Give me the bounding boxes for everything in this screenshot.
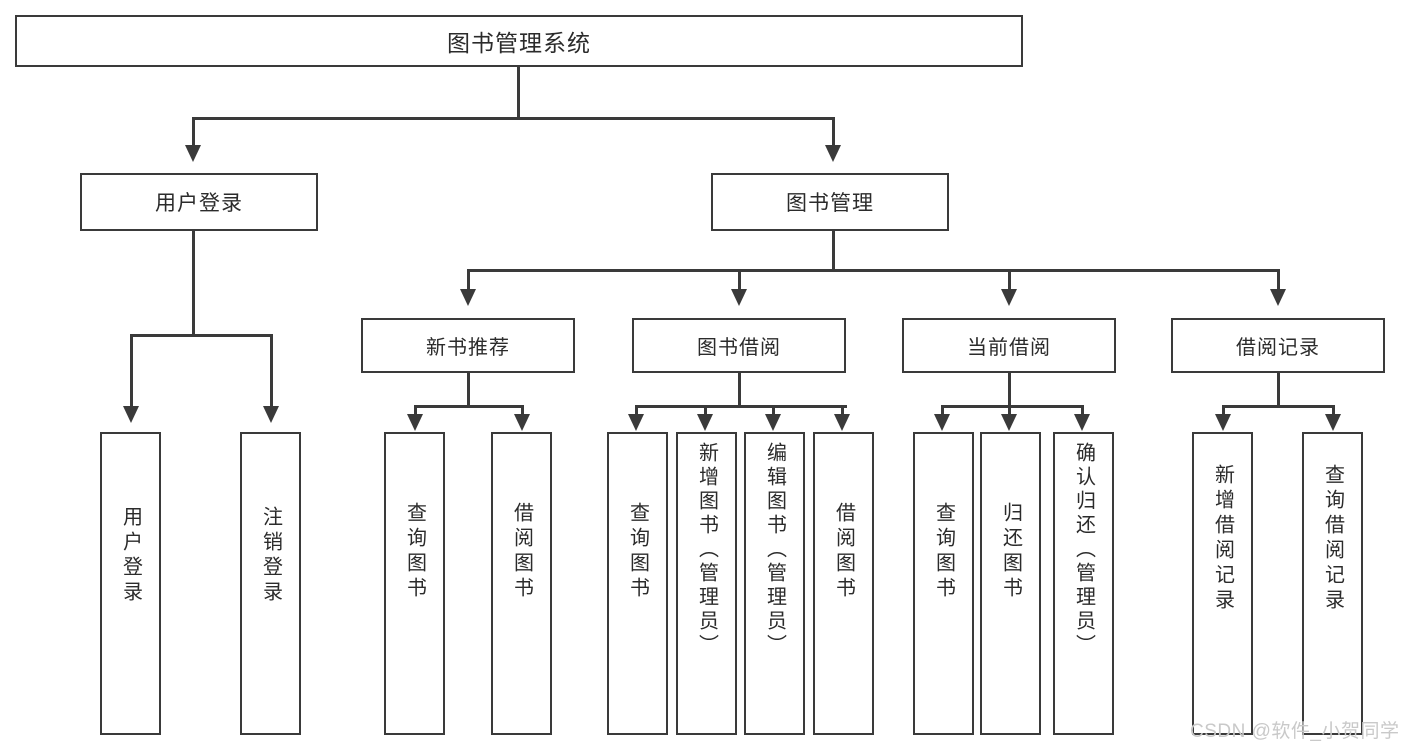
- node-user-login[interactable]: 用户登录: [80, 173, 318, 231]
- connector-root-bus: [192, 117, 835, 120]
- node-book-borrow[interactable]: 图书借阅: [632, 318, 846, 373]
- connector-current-borrow-bus: [941, 405, 1084, 408]
- arrow-borrow-record-leaf2: [1325, 414, 1341, 431]
- leaf-book-borrow-add[interactable]: 新增图书（管理员）: [676, 432, 737, 735]
- leaf-book-borrow-borrow-label: 借阅图书: [832, 502, 855, 602]
- arrow-book-borrow-leaf2: [697, 414, 713, 431]
- connector-book-mgmt-stem: [832, 231, 835, 272]
- connector-book-borrow-leaf4: [841, 405, 844, 416]
- leaf-borrow-record-query-label: 查询借阅记录: [1321, 464, 1344, 614]
- leaf-book-borrow-edit[interactable]: 编辑图书（管理员）: [744, 432, 805, 735]
- node-new-book-recommend-label: 新书推荐: [426, 337, 510, 359]
- leaf-current-borrow-confirm-label: 确认归还（管理员）: [1072, 442, 1095, 658]
- connector-user-login-stem: [192, 231, 195, 337]
- leaf-new-book-query-label: 查询图书: [403, 502, 426, 602]
- leaf-user-login-logout-label: 注销登录: [259, 506, 282, 606]
- connector-current-borrow-leaf2: [1008, 405, 1011, 416]
- arrow-book-mgmt-c3: [1001, 289, 1017, 306]
- connector-current-borrow-leaf1: [941, 405, 944, 416]
- arrow-new-book-leaf2: [514, 414, 530, 431]
- connector-new-book-stem: [467, 373, 470, 408]
- connector-book-mgmt-c1: [467, 269, 470, 291]
- connector-book-mgmt-bus: [467, 269, 1280, 272]
- node-borrow-record[interactable]: 借阅记录: [1171, 318, 1385, 373]
- connector-current-borrow-stem: [1008, 373, 1011, 408]
- leaf-book-borrow-edit-label: 编辑图书（管理员）: [763, 442, 786, 658]
- arrow-book-borrow-leaf4: [834, 414, 850, 431]
- arrow-borrow-record-leaf1: [1215, 414, 1231, 431]
- node-book-management[interactable]: 图书管理: [711, 173, 949, 231]
- arrow-new-book-leaf1: [407, 414, 423, 431]
- connector-borrow-record-leaf1: [1222, 405, 1225, 416]
- leaf-new-book-borrow-label: 借阅图书: [510, 502, 533, 602]
- connector-book-mgmt-c2: [738, 269, 741, 291]
- leaf-book-borrow-add-label: 新增图书（管理员）: [695, 442, 718, 658]
- arrow-user-login-leaf1: [123, 406, 139, 423]
- leaf-borrow-record-add-label: 新增借阅记录: [1211, 464, 1234, 614]
- leaf-borrow-record-add[interactable]: 新增借阅记录: [1192, 432, 1253, 735]
- arrow-root-to-user-login: [185, 145, 201, 162]
- arrow-current-borrow-leaf3: [1074, 414, 1090, 431]
- connector-book-mgmt-c4: [1277, 269, 1280, 291]
- leaf-borrow-record-query[interactable]: 查询借阅记录: [1302, 432, 1363, 735]
- leaf-current-borrow-query[interactable]: 查询图书: [913, 432, 974, 735]
- leaf-user-login-logout[interactable]: 注销登录: [240, 432, 301, 735]
- arrow-book-borrow-leaf1: [628, 414, 644, 431]
- leaf-book-borrow-query[interactable]: 查询图书: [607, 432, 668, 735]
- leaf-user-login-login-label: 用户登录: [119, 506, 142, 606]
- node-root-system[interactable]: 图书管理系统: [15, 15, 1023, 67]
- connector-book-mgmt-c3: [1008, 269, 1011, 291]
- arrow-book-mgmt-c1: [460, 289, 476, 306]
- connector-book-borrow-leaf3: [772, 405, 775, 416]
- arrow-book-borrow-leaf3: [765, 414, 781, 431]
- arrow-book-mgmt-c4: [1270, 289, 1286, 306]
- node-current-borrow-label: 当前借阅: [967, 337, 1051, 359]
- leaf-current-borrow-return[interactable]: 归还图书: [980, 432, 1041, 735]
- arrow-current-borrow-leaf2: [1001, 414, 1017, 431]
- leaf-new-book-query[interactable]: 查询图书: [384, 432, 445, 735]
- leaf-current-borrow-confirm[interactable]: 确认归还（管理员）: [1053, 432, 1114, 735]
- arrow-current-borrow-leaf1: [934, 414, 950, 431]
- connector-borrow-record-stem: [1277, 373, 1280, 408]
- connector-user-login-bus: [130, 334, 273, 337]
- leaf-user-login-login[interactable]: 用户登录: [100, 432, 161, 735]
- connector-root-to-book-mgmt: [832, 117, 835, 147]
- connector-borrow-record-leaf2: [1332, 405, 1335, 416]
- connector-book-borrow-bus: [635, 405, 847, 408]
- connector-current-borrow-leaf3: [1081, 405, 1084, 416]
- connector-user-login-leaf2: [270, 334, 273, 408]
- connector-root-stem: [517, 66, 520, 118]
- node-book-borrow-label: 图书借阅: [697, 337, 781, 359]
- leaf-book-borrow-query-label: 查询图书: [626, 502, 649, 602]
- node-user-login-label: 用户登录: [155, 192, 243, 215]
- connector-new-book-leaf1: [414, 405, 417, 416]
- connector-borrow-record-bus: [1222, 405, 1335, 408]
- leaf-current-borrow-return-label: 归还图书: [999, 502, 1022, 602]
- arrow-root-to-book-mgmt: [825, 145, 841, 162]
- connector-book-borrow-leaf2: [704, 405, 707, 416]
- connector-user-login-leaf1: [130, 334, 133, 408]
- connector-book-borrow-leaf1: [635, 405, 638, 416]
- node-root-system-label: 图书管理系统: [447, 30, 591, 56]
- leaf-book-borrow-borrow[interactable]: 借阅图书: [813, 432, 874, 735]
- node-book-management-label: 图书管理: [786, 192, 874, 215]
- arrow-book-mgmt-c2: [731, 289, 747, 306]
- leaf-new-book-borrow[interactable]: 借阅图书: [491, 432, 552, 735]
- node-new-book-recommend[interactable]: 新书推荐: [361, 318, 575, 373]
- arrow-user-login-leaf2: [263, 406, 279, 423]
- connector-book-borrow-stem: [738, 373, 741, 408]
- connector-new-book-leaf2: [521, 405, 524, 416]
- node-current-borrow[interactable]: 当前借阅: [902, 318, 1116, 373]
- connector-root-to-user-login: [192, 117, 195, 147]
- leaf-current-borrow-query-label: 查询图书: [932, 502, 955, 602]
- connector-new-book-bus: [414, 405, 524, 408]
- node-borrow-record-label: 借阅记录: [1236, 337, 1320, 359]
